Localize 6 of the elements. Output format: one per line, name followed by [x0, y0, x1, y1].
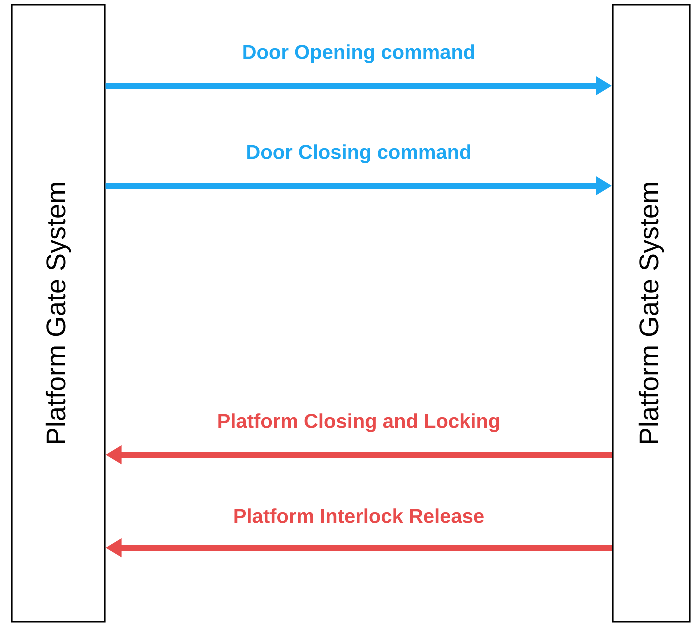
system-box: Platform Gate System: [612, 4, 691, 623]
system-box: Platform Gate System: [11, 4, 106, 623]
edge-label: Platform Interlock Release: [232, 508, 486, 524]
edge-label: Platform Closing and Locking: [216, 412, 502, 434]
edge-label: Door Opening command: [241, 44, 477, 64]
edge-label: Door Closing command: [245, 144, 473, 164]
